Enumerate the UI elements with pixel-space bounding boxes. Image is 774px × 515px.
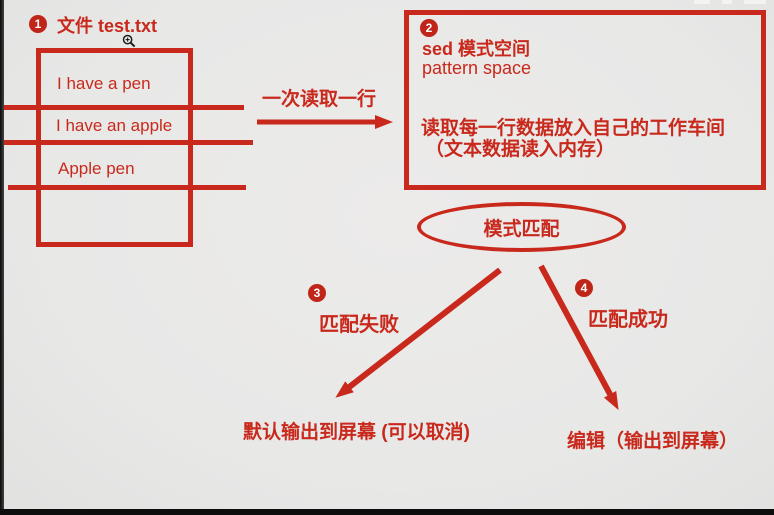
row-divider xyxy=(0,105,244,110)
step3-badge: 3 xyxy=(308,284,326,302)
match-label: 模式匹配 xyxy=(483,218,560,240)
file-line: I have an apple xyxy=(56,116,173,135)
step4-result: 编辑（输出到屏幕） xyxy=(567,431,739,452)
file-box xyxy=(36,48,193,247)
step4-label: 匹配成功 xyxy=(588,309,668,331)
sed-desc-line2: （文本数据读入内存） xyxy=(425,139,616,160)
sed-title-en: pattern space xyxy=(422,58,532,78)
match-ellipse: 模式匹配 xyxy=(417,202,626,252)
row-divider xyxy=(8,185,246,190)
sed-desc-line1: 读取每一行数据放入自己的工作车间 xyxy=(421,118,726,139)
read-per-line-label: 一次读取一行 xyxy=(262,89,377,110)
sed-box: 2 sed 模式空间 pattern space 读取每一行数据放入自己的工作车… xyxy=(404,10,766,190)
sed-title-cn: sed 模式空间 xyxy=(422,39,531,59)
file-line: Apple pen xyxy=(58,159,135,178)
step3-result: 默认输出到屏幕 (可以取消) xyxy=(243,422,470,443)
step4-badge: 4 xyxy=(575,279,593,297)
zoom-in-cursor-icon xyxy=(122,34,136,48)
watermark-remnant xyxy=(692,0,772,4)
file-line: I have a pen xyxy=(57,74,151,93)
step3-label: 匹配失败 xyxy=(319,314,399,336)
step1-badge: 1 xyxy=(29,15,47,33)
row-divider xyxy=(0,140,253,145)
letterbox-bottom xyxy=(0,509,774,515)
step1-title: 文件 test.txt xyxy=(57,16,158,36)
step2-badge: 2 xyxy=(420,19,438,37)
letterbox-left xyxy=(0,0,4,515)
